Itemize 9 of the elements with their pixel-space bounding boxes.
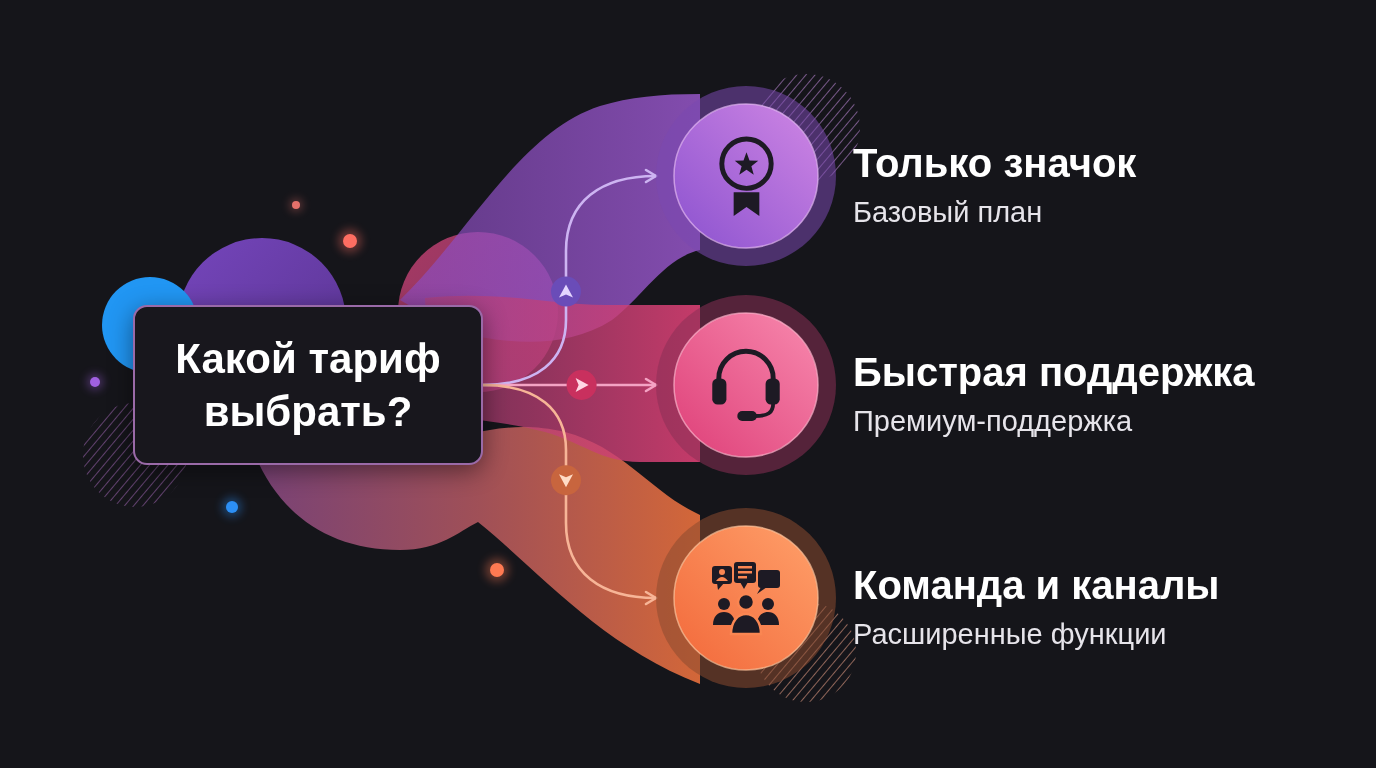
option-subtitle: Премиум-поддержка	[853, 404, 1133, 438]
question-box	[133, 305, 483, 465]
arrow	[481, 383, 658, 605]
option-title: Команда и каналы	[853, 562, 1220, 609]
option-title: Быстрая поддержка	[853, 349, 1255, 396]
option-subtitle: Расширенные функции	[853, 617, 1167, 651]
question-text: Какой тариф выбрать?	[174, 334, 442, 437]
option-subtitle: Базовый план	[853, 195, 1043, 229]
option-title: Только значок	[853, 140, 1137, 187]
